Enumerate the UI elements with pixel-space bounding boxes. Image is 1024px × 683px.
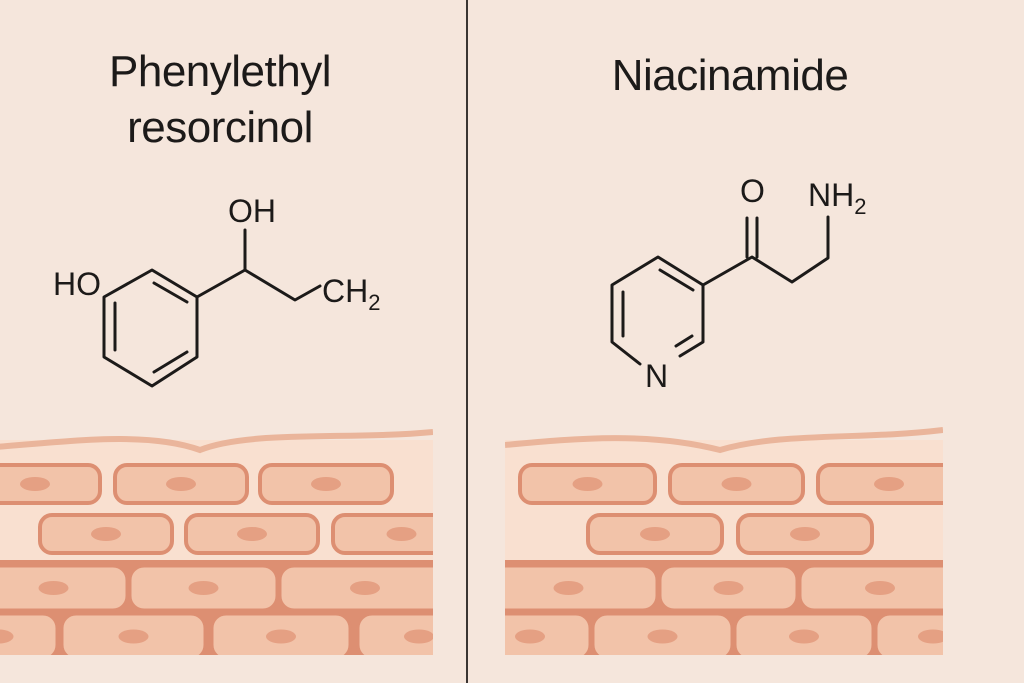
cell-nucleus xyxy=(118,629,149,644)
skin-cell xyxy=(874,612,943,655)
cell-nucleus xyxy=(386,527,417,541)
cell-nucleus xyxy=(918,629,943,644)
skin-surface-line xyxy=(505,427,943,454)
skin-cell xyxy=(505,612,592,655)
skin-layer-left xyxy=(0,429,433,655)
cell-nucleus xyxy=(647,629,678,644)
cell-nucleus xyxy=(721,477,752,491)
cell-nucleus xyxy=(20,477,50,491)
title-line-1: Phenylethyl xyxy=(109,47,331,96)
cell-nucleus xyxy=(572,477,603,491)
cell-nucleus xyxy=(166,477,196,491)
cell-nucleus xyxy=(553,581,584,595)
cell-nucleus xyxy=(713,581,744,595)
cell-nucleus xyxy=(188,581,219,595)
label-oh: OH xyxy=(228,193,276,229)
phenylethyl-resorcinol-structure: HO OH CH2 xyxy=(53,193,380,388)
label-ch2: CH2 xyxy=(322,273,380,315)
cell-nucleus xyxy=(237,527,267,541)
skin-cell xyxy=(0,612,59,655)
label-nh2: NH2 xyxy=(808,177,866,219)
benzene-ring xyxy=(102,268,199,388)
cell-nucleus xyxy=(790,527,820,541)
cell-nucleus xyxy=(0,629,14,644)
cell-nucleus xyxy=(350,581,380,595)
label-ho: HO xyxy=(53,266,101,302)
cell-nucleus xyxy=(640,527,670,541)
skin-surface-line xyxy=(0,429,433,454)
cell-nucleus xyxy=(266,629,296,644)
cell-nucleus xyxy=(865,581,895,595)
title-phenylethyl-resorcinol: Phenylethyl resorcinol xyxy=(30,44,410,156)
skin-layer-right xyxy=(505,427,943,655)
title-line-2: resorcinol xyxy=(127,103,313,152)
title-niacinamide: Niacinamide xyxy=(611,51,849,100)
cell-nucleus xyxy=(311,477,341,491)
skin-cell xyxy=(331,513,433,555)
label-o: O xyxy=(740,173,765,209)
label-n: N xyxy=(645,358,668,394)
cell-nucleus xyxy=(515,629,545,644)
cell-nucleus xyxy=(789,629,819,644)
skin-cell xyxy=(356,612,433,655)
cell-nucleus xyxy=(38,581,69,595)
niacinamide-structure: O NH2 N xyxy=(610,173,866,394)
cell-nucleus xyxy=(874,477,904,491)
cell-nucleus xyxy=(404,629,433,644)
cell-nucleus xyxy=(91,527,121,541)
pyridine-ring xyxy=(610,255,705,366)
